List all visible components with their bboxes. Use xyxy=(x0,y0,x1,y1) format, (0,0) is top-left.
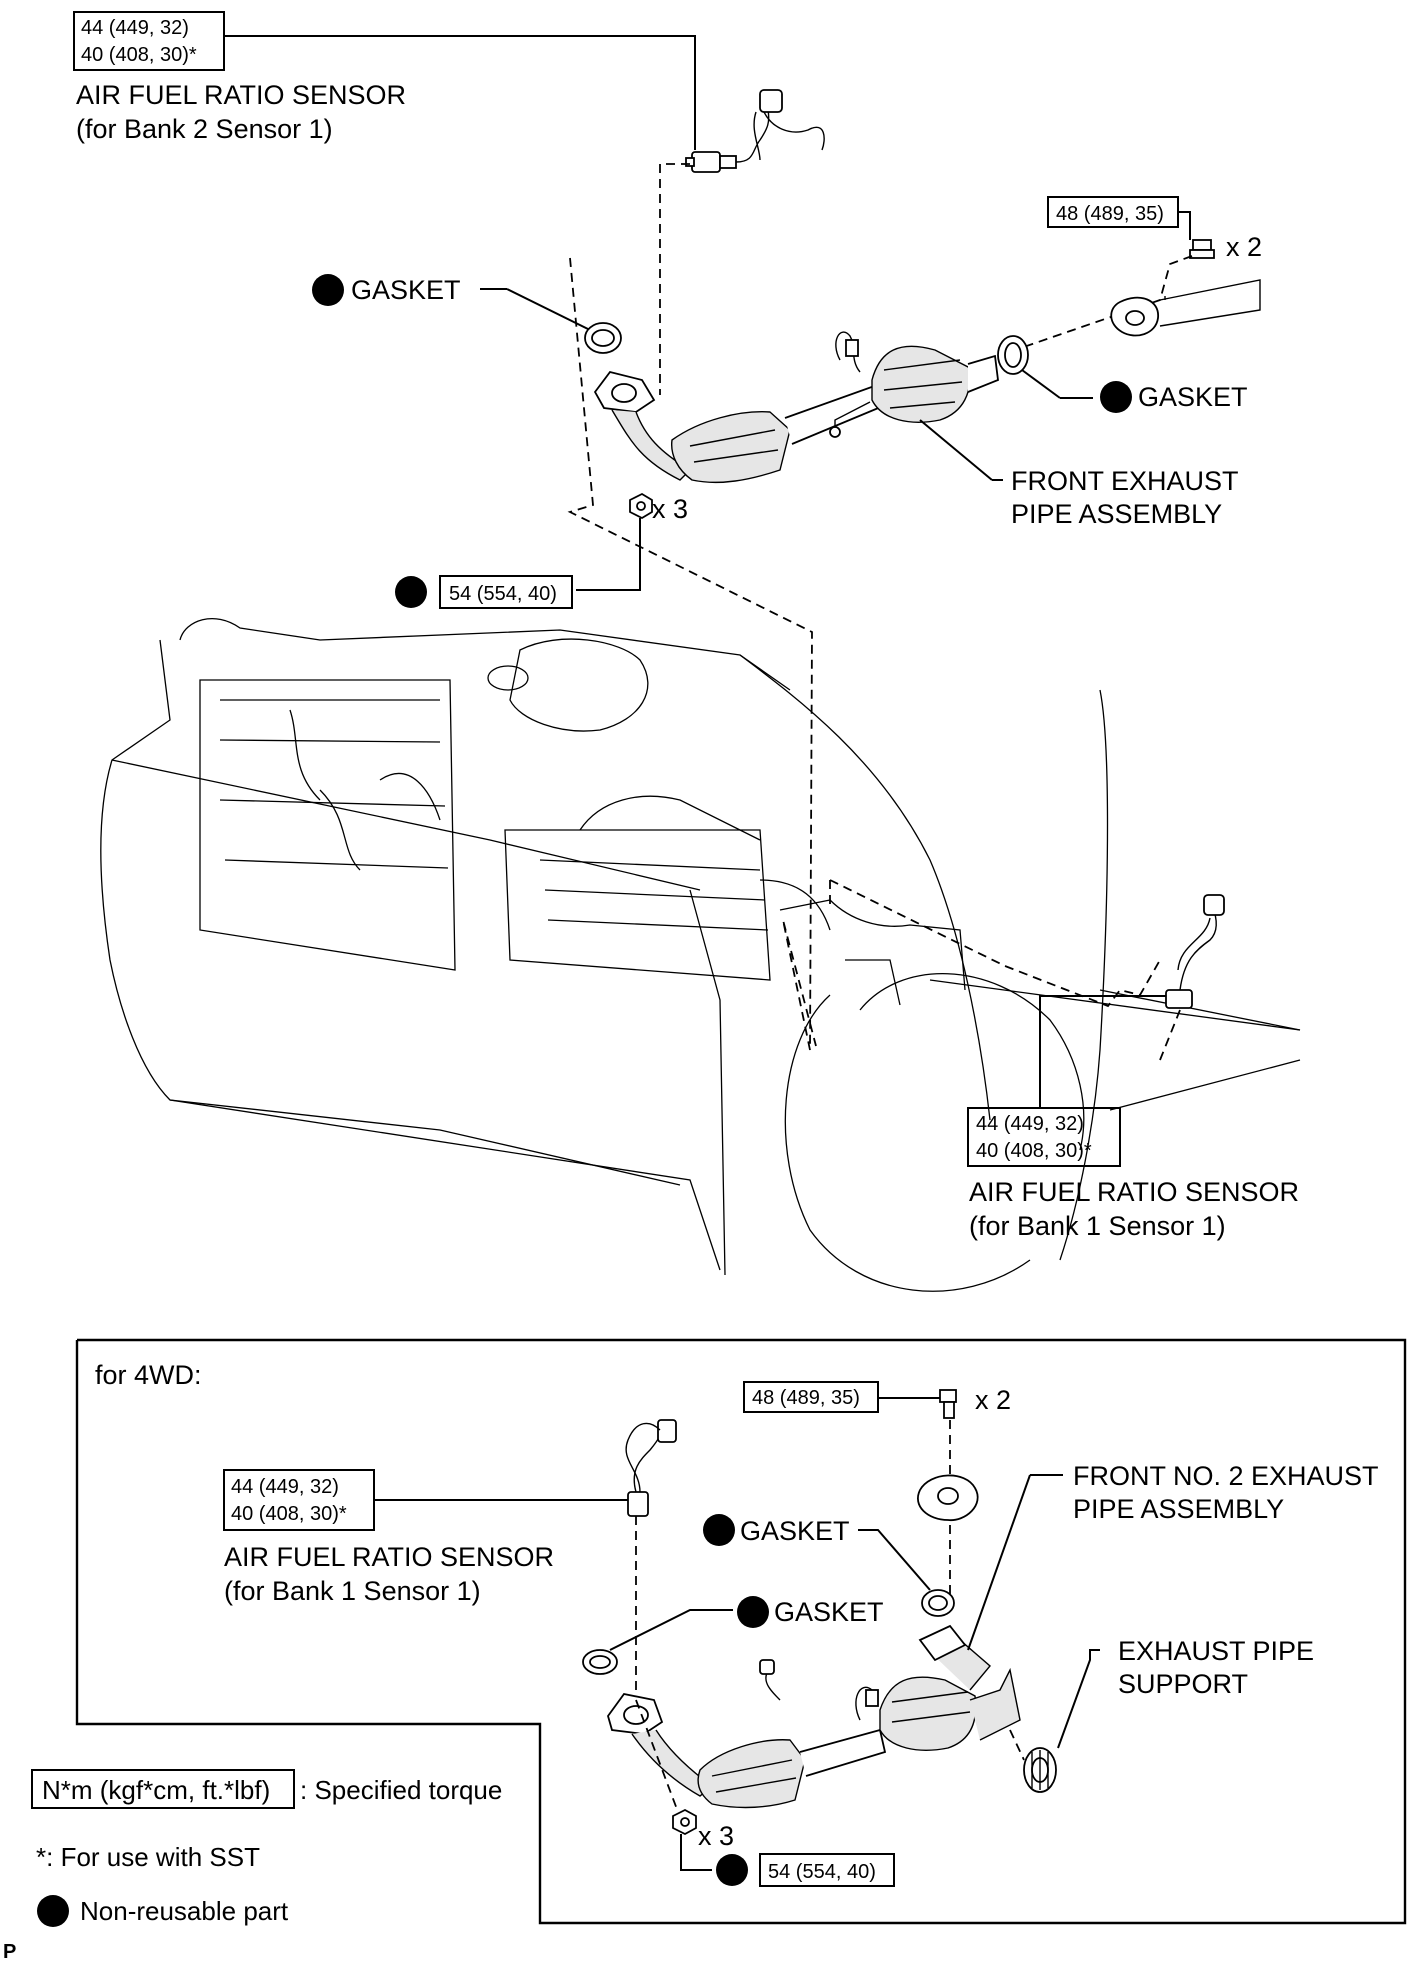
torque-value-sst: 40 (408, 30)* xyxy=(231,1503,347,1525)
label-front-pipe-sub: PIPE ASSEMBLY xyxy=(1011,499,1222,529)
exhaust-pipe-support-drawing xyxy=(1023,1747,1057,1793)
legend-nonreusable: Non-reusable part xyxy=(80,1896,289,1926)
label-sensor-b2: AIR FUEL RATIO SENSOR xyxy=(76,80,406,110)
label-w4-sensor-sub: (for Bank 1 Sensor 1) xyxy=(224,1576,481,1606)
legend-sst: *: For use with SST xyxy=(36,1842,260,1872)
label-w4-support-sub: SUPPORT xyxy=(1118,1669,1248,1699)
torque-value-sst: 40 (408, 30)* xyxy=(976,1140,1092,1162)
torque-value: 54 (554, 40) xyxy=(449,583,557,605)
nonreusable-dot xyxy=(703,1514,735,1546)
label-qty-x3: x 3 xyxy=(652,494,688,524)
dashed-guide xyxy=(635,1699,679,1813)
dashed-guide xyxy=(1159,1009,1181,1061)
label-gasket: GASKET xyxy=(740,1516,850,1546)
leader-line xyxy=(609,1609,733,1651)
dashed-guide xyxy=(1014,255,1193,351)
gasket-icon-w4-upper xyxy=(921,1589,955,1617)
w4-pipe-drawing xyxy=(607,1624,1021,1809)
label-qty-x2: x 2 xyxy=(1226,232,1262,262)
legend: N*m (kgf*cm, ft.*lbf) : Specified torque… xyxy=(31,1769,502,1927)
w4-sensor-drawing xyxy=(625,1419,677,1517)
gasket-icon-right: GASKET xyxy=(997,335,1248,413)
torque-box-w4-bolt: 48 (489, 35) xyxy=(743,1381,879,1413)
label-gasket: GASKET xyxy=(1138,382,1248,412)
leader-line xyxy=(1178,211,1191,240)
nut-icon xyxy=(629,492,653,520)
label-front-pipe: FRONT EXHAUST xyxy=(1011,466,1239,496)
nut-icon xyxy=(672,1808,697,1836)
bolt-icon xyxy=(1189,239,1215,259)
w4-flange-drawing xyxy=(917,1474,979,1521)
dashed-alignment xyxy=(567,257,817,1051)
nonreusable-dot xyxy=(395,576,427,608)
torque-value: 44 (449, 32) xyxy=(81,17,189,39)
torque-box-sensor-b2: 44 (449, 32) 40 (408, 30)* xyxy=(73,11,225,71)
legend-torque-box: N*m (kgf*cm, ft.*lbf) xyxy=(42,1775,270,1805)
vehicle-outline xyxy=(100,618,1301,1292)
label-w4-pipe: FRONT NO. 2 EXHAUST xyxy=(1073,1461,1379,1491)
torque-value: 44 (449, 32) xyxy=(231,1476,339,1498)
gasket-icon-left: GASKET xyxy=(312,274,622,354)
label-qty-x2: x 2 xyxy=(975,1385,1011,1415)
front-exhaust-pipe-drawing xyxy=(593,331,999,484)
torque-value: 44 (449, 32) xyxy=(976,1113,1084,1135)
dashed-guide xyxy=(659,163,690,395)
torque-value: 48 (489, 35) xyxy=(1056,203,1164,225)
gasket-icon-w4-lower xyxy=(582,1649,618,1675)
leader-line xyxy=(919,419,993,481)
torque-box-w4-sensor: 44 (449, 32) 40 (408, 30)* xyxy=(223,1469,375,1531)
nonreusable-dot xyxy=(37,1895,69,1927)
leader-line xyxy=(1039,995,1166,1108)
torque-box-sensor-b1: 44 (449, 32) 40 (408, 30)* xyxy=(967,1107,1121,1167)
leader-line xyxy=(224,35,696,150)
dashed-guide xyxy=(1009,1729,1025,1761)
leader-line xyxy=(576,518,641,591)
torque-value: 48 (489, 35) xyxy=(752,1387,860,1409)
leader-line xyxy=(1057,1649,1100,1749)
label-sensor-b1-sub: (for Bank 1 Sensor 1) xyxy=(969,1211,1226,1241)
label-gasket: GASKET xyxy=(351,275,461,305)
w4-section-border xyxy=(75,1338,1407,1925)
torque-box-rear-bolt: 48 (489, 35) xyxy=(1047,196,1179,228)
label-gasket: GASKET xyxy=(774,1597,884,1627)
label-sensor-b1: AIR FUEL RATIO SENSOR xyxy=(969,1177,1299,1207)
nonreusable-dot xyxy=(737,1596,769,1628)
leader-line xyxy=(858,1529,931,1591)
label-w4-sensor: AIR FUEL RATIO SENSOR xyxy=(224,1542,554,1572)
dashed-guide xyxy=(829,879,1161,1008)
w4-title: for 4WD: xyxy=(95,1360,202,1390)
label-qty-x3: x 3 xyxy=(698,1821,734,1851)
bolt-icon xyxy=(939,1389,957,1419)
torque-box-w4-nut: 54 (554, 40) xyxy=(759,1853,895,1887)
air-fuel-ratio-sensor-b1-drawing xyxy=(1165,894,1225,1009)
nonreusable-dot xyxy=(716,1854,748,1886)
corner-mark: P xyxy=(3,1941,16,1963)
torque-value-sst: 40 (408, 30)* xyxy=(81,44,197,66)
leader-line xyxy=(680,1834,712,1871)
torque-box-front-nut: 54 (554, 40) xyxy=(439,575,573,609)
air-fuel-ratio-sensor-b2-drawing xyxy=(685,89,825,173)
legend-specified-torque: : Specified torque xyxy=(300,1775,502,1805)
label-sensor-b2-sub: (for Bank 2 Sensor 1) xyxy=(76,114,333,144)
label-w4-support: EXHAUST PIPE xyxy=(1118,1636,1314,1666)
rear-flange-drawing xyxy=(1110,279,1261,337)
leader-line xyxy=(967,1474,1031,1651)
torque-value: 54 (554, 40) xyxy=(768,1861,876,1883)
label-w4-pipe-sub: PIPE ASSEMBLY xyxy=(1073,1494,1284,1524)
